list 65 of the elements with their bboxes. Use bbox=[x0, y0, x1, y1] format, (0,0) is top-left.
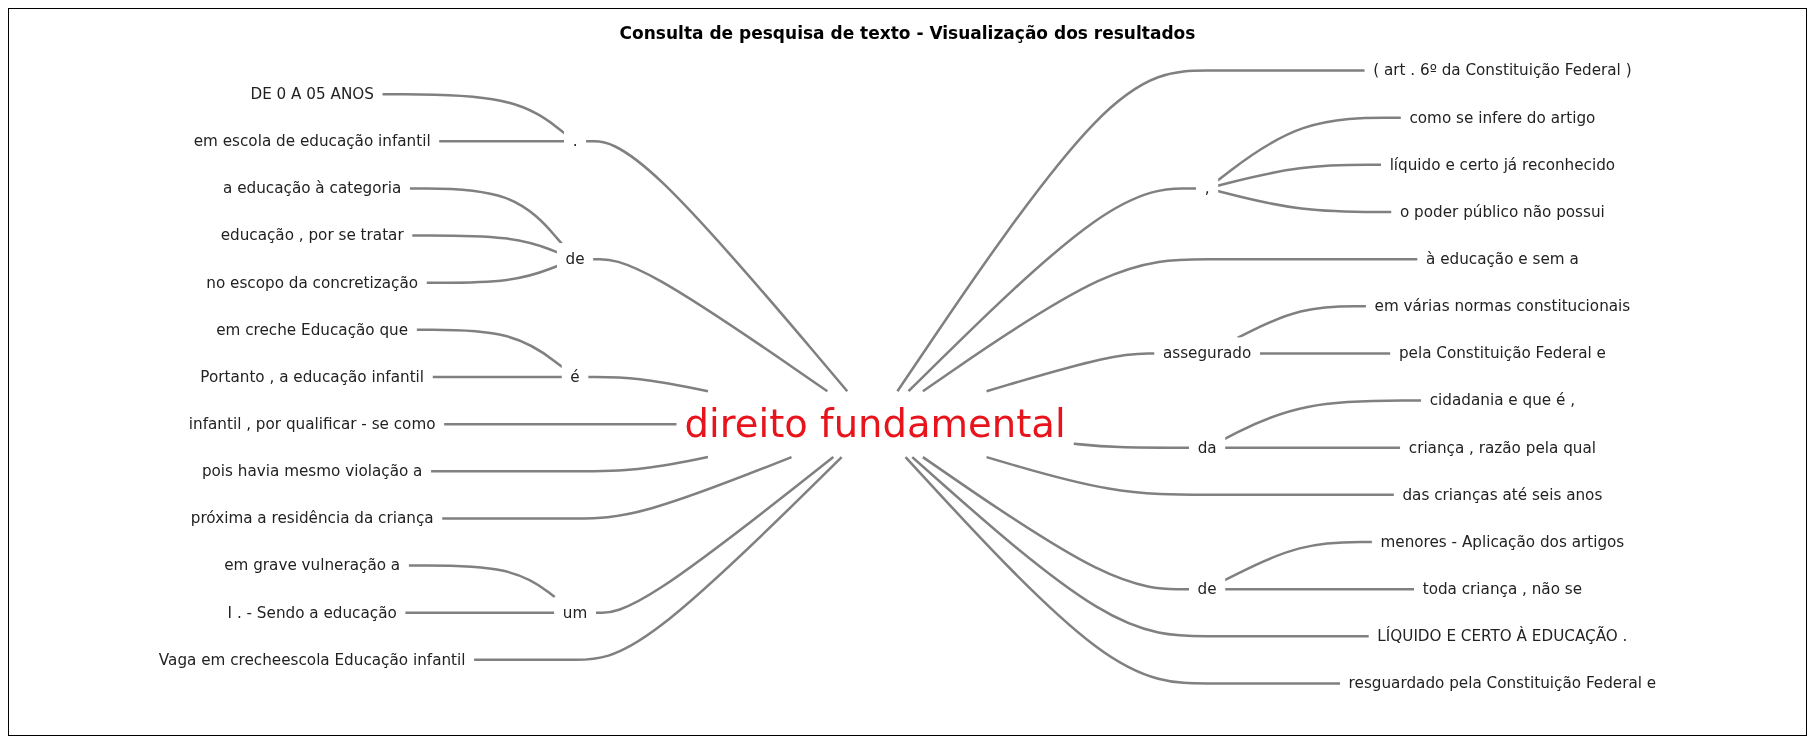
node-text: em grave vulneração a bbox=[224, 556, 401, 575]
node-text: educação , por se tratar bbox=[220, 226, 404, 245]
connector bbox=[585, 140, 849, 392]
node-text: à educação e sem a bbox=[1426, 249, 1579, 269]
connector bbox=[1224, 446, 1401, 449]
node-text: líquido e certo já reconhecido bbox=[1389, 155, 1616, 174]
connector bbox=[411, 234, 558, 254]
node-text: de bbox=[1197, 579, 1217, 599]
node-text: resguardado pela Constituição Federal e bbox=[1348, 674, 1657, 693]
connector bbox=[443, 422, 677, 426]
connector bbox=[904, 456, 1341, 685]
node-text: em escola de educação infantil bbox=[193, 131, 431, 151]
node-text: a educação à categoria bbox=[223, 179, 402, 198]
connector bbox=[430, 455, 709, 473]
node-text: infantil , por qualificar - se como bbox=[188, 414, 436, 434]
node-text: das crianças até seis anos bbox=[1402, 485, 1603, 504]
connector bbox=[438, 140, 565, 143]
node-text: em creche Educação que bbox=[216, 320, 409, 339]
node-text: no escopo da concretização bbox=[206, 273, 419, 292]
node-text: I . - Sendo a educação bbox=[227, 603, 397, 622]
node-text: como se infere do artigo bbox=[1409, 108, 1596, 127]
node-text: assegurado bbox=[1162, 344, 1252, 363]
node-text: pela Constituição Federal e bbox=[1398, 344, 1606, 363]
node-text: o poder público não possui bbox=[1399, 202, 1605, 221]
node-text: da bbox=[1197, 438, 1217, 457]
node-text: menores - Aplicação dos artigos bbox=[1380, 532, 1625, 551]
connector bbox=[1224, 399, 1422, 440]
connector bbox=[907, 187, 1197, 393]
connector bbox=[1259, 352, 1391, 355]
connector bbox=[404, 611, 555, 614]
diagram-title: Consulta de pesquisa de texto - Visualização dos resultados bbox=[619, 23, 1196, 43]
connector bbox=[426, 264, 558, 284]
node-text: um bbox=[562, 603, 588, 622]
connector bbox=[409, 187, 563, 245]
node-text: LÍQUIDO E CERTO À EDUCAÇÃO . bbox=[1377, 626, 1628, 646]
connector bbox=[473, 456, 843, 662]
node-text: Vaga em crecheescola Educação infantil bbox=[158, 650, 466, 669]
node-text: criança , razão pela qual bbox=[1408, 438, 1596, 457]
node-text: ( art . 6º da Constituição Federal ) bbox=[1373, 61, 1632, 80]
node-text: cidadania e que é , bbox=[1429, 391, 1576, 410]
connector bbox=[592, 257, 829, 393]
connector bbox=[441, 455, 792, 520]
connector bbox=[896, 69, 1366, 392]
node-text: DE 0 A 05 ANOS bbox=[250, 84, 374, 104]
node-text: Portanto , a educação infantil bbox=[200, 367, 425, 386]
connector bbox=[911, 456, 1370, 638]
connector bbox=[1224, 540, 1373, 582]
connector bbox=[1217, 163, 1382, 187]
connector bbox=[986, 455, 1395, 497]
connector bbox=[1224, 587, 1415, 591]
node-text: pois havia mesmo violação a bbox=[201, 461, 423, 481]
connector bbox=[1217, 189, 1392, 214]
connector bbox=[587, 375, 709, 393]
node-text: toda criança , não se bbox=[1422, 579, 1583, 599]
connector bbox=[1073, 442, 1190, 449]
connector bbox=[595, 456, 835, 614]
node-text: . bbox=[572, 131, 578, 151]
connector bbox=[922, 257, 1418, 393]
node-text: em várias normas constitucionais bbox=[1374, 296, 1631, 316]
connector bbox=[922, 456, 1190, 591]
connector bbox=[986, 352, 1155, 393]
connector bbox=[432, 375, 563, 379]
node-text: próxima a residência da criança bbox=[190, 509, 434, 528]
node-text: direito fundamental bbox=[684, 401, 1066, 446]
connector bbox=[408, 564, 556, 599]
